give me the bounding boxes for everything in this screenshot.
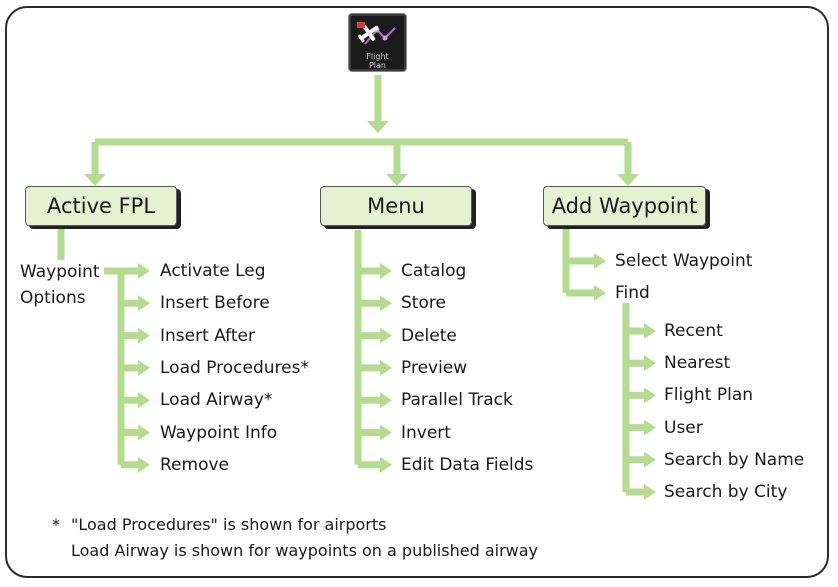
footnote-line2: Load Airway is shown for waypoints on a … [71, 541, 538, 560]
option-search-by-name[interactable]: Search by Name [664, 449, 805, 470]
option-insert-after[interactable]: Insert After [160, 325, 255, 346]
arrow-right [594, 285, 606, 301]
option-parallel-track[interactable]: Parallel Track [401, 390, 513, 411]
footnote-mark: * [52, 515, 60, 534]
arrow-right [138, 263, 150, 279]
arrow-right [380, 424, 392, 441]
option-preview[interactable]: Preview [401, 357, 468, 378]
arrow-down [84, 174, 106, 186]
diagram-frame [5, 6, 829, 578]
arrow-down [617, 174, 639, 186]
flight-plan-icon[interactable]: Flight Plan [348, 13, 407, 72]
arrow-right [138, 327, 150, 344]
option-remove[interactable]: Remove [160, 454, 229, 475]
icon-label-line2: Plan [368, 61, 387, 70]
option-load-procedures[interactable]: Load Procedures* [160, 357, 309, 378]
arrow-right [644, 323, 656, 339]
option-search-by-city[interactable]: Search by City [664, 482, 788, 502]
option-edit-data-fields[interactable]: Edit Data Fields [401, 454, 534, 475]
option-insert-before[interactable]: Insert Before [160, 293, 270, 314]
arrow-right [380, 359, 392, 376]
arrow-right [644, 387, 656, 404]
option-flight-plan[interactable]: Flight Plan [664, 385, 754, 406]
option-store[interactable]: Store [401, 293, 446, 314]
active-fpl-button[interactable]: Active FPL [25, 186, 177, 226]
option-waypoint-info[interactable]: Waypoint Info [160, 422, 278, 443]
option-invert[interactable]: Invert [401, 422, 451, 443]
arrow-right [380, 327, 392, 344]
arrow-right [380, 263, 392, 279]
option-activate-leg[interactable]: Activate Leg [160, 261, 266, 281]
arrow-right [138, 359, 150, 376]
option-recent[interactable]: Recent [664, 321, 723, 341]
arrow-right [138, 392, 150, 409]
icon-label-line1: Flight [366, 52, 389, 61]
waypoint-options-label-line1: Waypoint [20, 262, 100, 282]
option-user[interactable]: User [664, 417, 703, 438]
option-catalog[interactable]: Catalog [401, 261, 467, 281]
add-waypoint-button[interactable]: Add Waypoint [543, 186, 706, 226]
option-select-waypoint[interactable]: Select Waypoint [615, 251, 753, 271]
arrow-right [380, 392, 392, 409]
menu-button[interactable]: Menu [320, 186, 472, 226]
arrow-down [367, 121, 389, 133]
option-delete[interactable]: Delete [401, 325, 457, 346]
arrow-right [138, 456, 150, 473]
arrow-right [644, 419, 656, 436]
arrow-right [380, 456, 392, 473]
arrow-right [644, 355, 656, 372]
arrow-down [386, 174, 408, 186]
option-load-airway[interactable]: Load Airway* [160, 390, 273, 411]
arrow-right [644, 451, 656, 468]
option-find[interactable]: Find [615, 283, 650, 303]
waypoint-options-label-line2: Options [20, 288, 86, 308]
arrow-right [138, 424, 150, 441]
footnote-line1: "Load Procedures" is shown for airports [71, 515, 387, 534]
arrow-right [138, 295, 150, 312]
arrow-right [380, 295, 392, 312]
arrow-right [644, 484, 656, 500]
option-nearest[interactable]: Nearest [664, 353, 731, 374]
arrow-right [594, 253, 606, 269]
